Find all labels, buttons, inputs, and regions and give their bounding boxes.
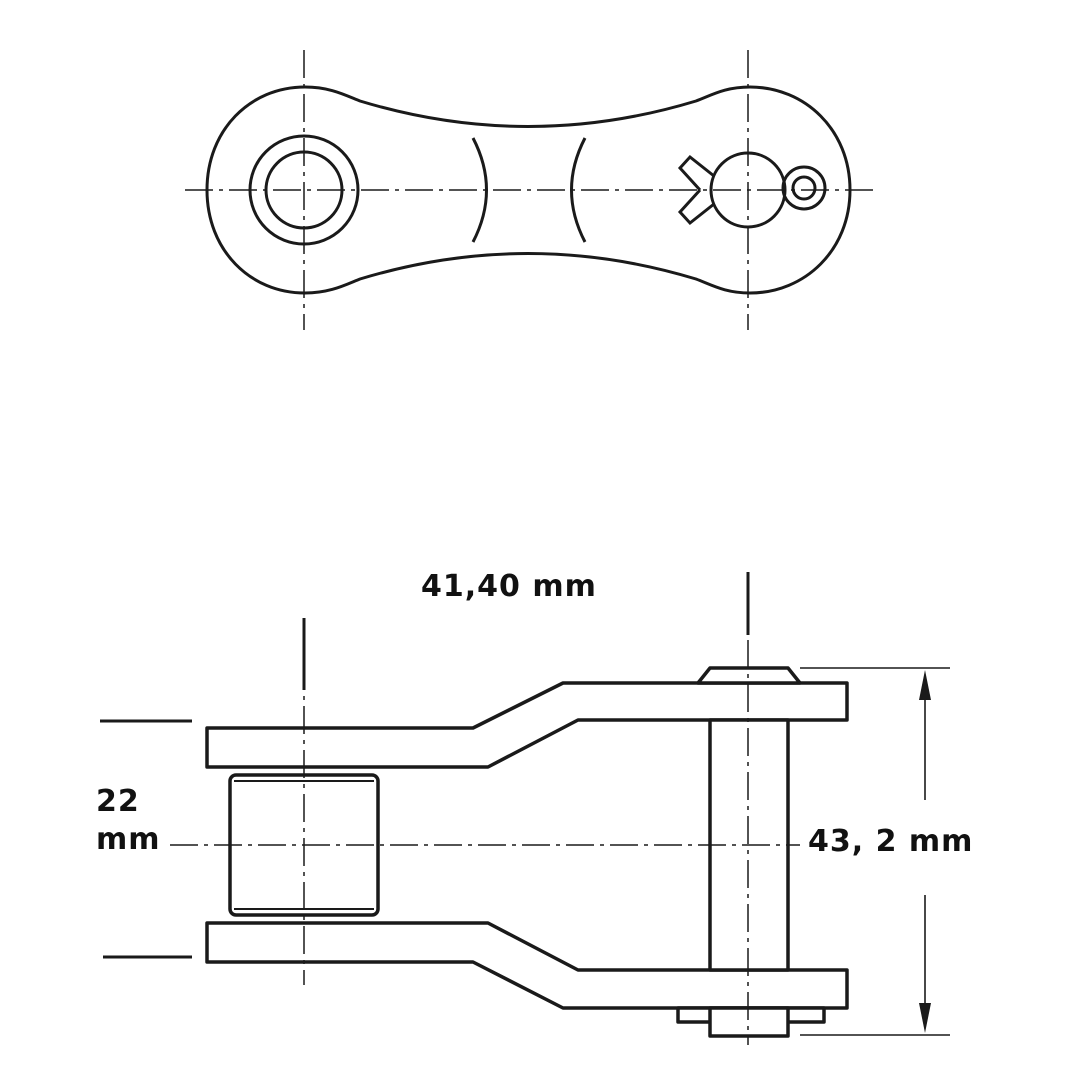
inner-width-unit: mm	[96, 822, 161, 857]
upper-plate	[205, 681, 849, 769]
inner-width-value: 22	[96, 784, 140, 819]
link-plate-outline	[205, 85, 852, 295]
height-arrow-top	[919, 670, 931, 700]
pin-head	[696, 666, 802, 685]
clip-eye-inner	[791, 175, 817, 201]
height-arrow-bottom	[919, 1003, 931, 1033]
pitch-markers	[302, 572, 750, 690]
spring-clip-wing-upper	[677, 154, 715, 192]
side-view	[205, 666, 849, 1038]
width-dimension	[100, 719, 192, 959]
spring-clip-wing-lower	[677, 188, 715, 226]
pin-tail	[708, 1006, 790, 1038]
top-view-centerlines	[185, 50, 878, 330]
inner-width-dimension-label: 22 mm	[96, 783, 161, 859]
pitch-dimension-label: 41,40 mm	[421, 569, 597, 604]
lower-plate	[205, 921, 849, 1010]
overall-height-dimension-label: 43, 2 mm	[808, 824, 974, 859]
height-dimension	[800, 667, 950, 1036]
clip-eye-outer	[781, 165, 827, 211]
